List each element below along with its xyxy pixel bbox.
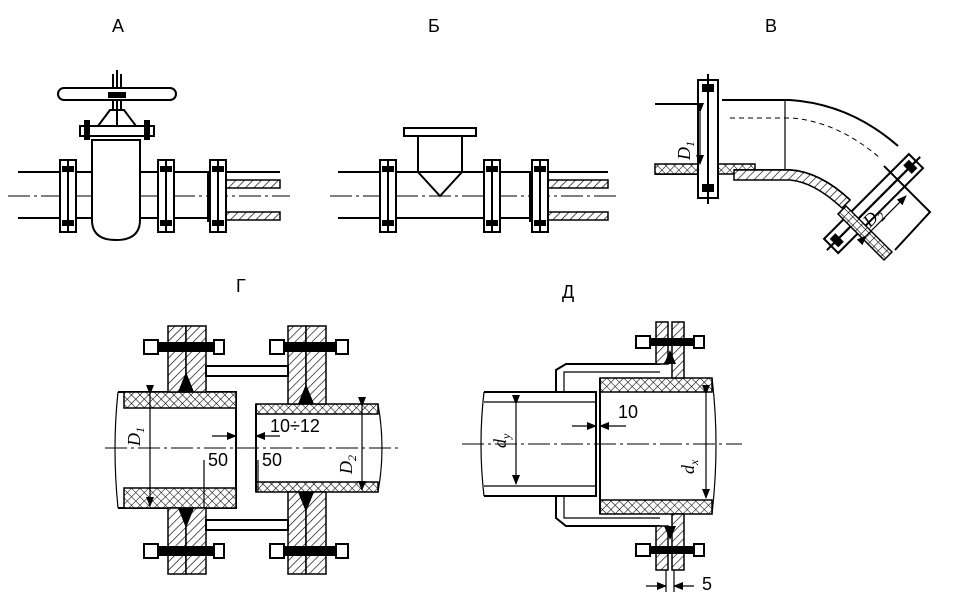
figure-c-elbow: В D1 D2 <box>654 16 932 262</box>
figure-c-label: В <box>765 16 777 36</box>
figure-d-d2-text: D2 <box>336 455 359 475</box>
figure-d-label: Г <box>236 276 246 296</box>
figure-d-d1-text: D1 <box>124 427 147 447</box>
figure-b-tee: Б <box>330 16 620 233</box>
figure-d-left-50-text: 50 <box>208 450 228 470</box>
figure-d-flanged-joint: Г <box>105 276 400 575</box>
figure-e-dx-text: dx <box>678 459 701 474</box>
figure-d-gap-text: 10÷12 <box>270 416 320 436</box>
figure-b-label: Б <box>428 16 440 36</box>
figure-d-right-50-text: 50 <box>262 450 282 470</box>
figure-e-gap-text: 10 <box>618 402 638 422</box>
figure-e-label: Д <box>562 282 574 302</box>
figure-c-d1-text: D1 <box>674 141 697 161</box>
figure-e-flange-5-text: 5 <box>702 574 712 594</box>
figure-a-flanges <box>59 159 227 233</box>
figure-e-reducer-joint: Д dy dx <box>462 282 742 594</box>
figure-a-gate-valve: А <box>8 16 290 242</box>
figure-a-label: А <box>112 16 124 36</box>
figure-e-dy-text: dy <box>490 433 513 448</box>
